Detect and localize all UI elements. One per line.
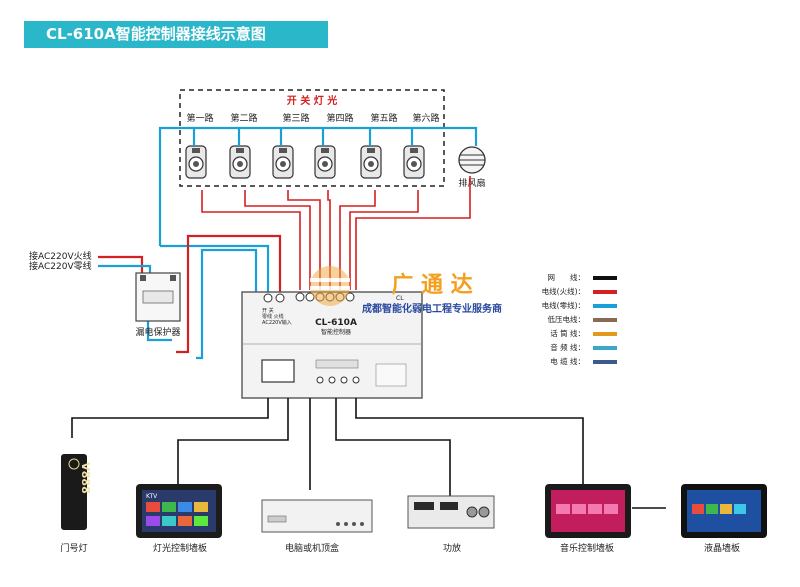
- legend-label-7: 电 缆 线：: [550, 356, 585, 366]
- route-label-1: 第一路: [186, 112, 213, 124]
- legend-label-4: 低压电线：: [548, 314, 586, 324]
- switch-row: [185, 145, 425, 179]
- controller-side-label-1: 开 关: [262, 307, 274, 314]
- fan-label: 排风扇: [458, 177, 485, 189]
- switch-icon: [272, 145, 294, 179]
- watermark-logo: [310, 266, 350, 306]
- controller-subtitle: 智能控制器: [321, 328, 351, 336]
- device-label-4: 功放: [443, 542, 461, 554]
- mains-live-label: 接AC220V火线: [29, 250, 92, 262]
- mains-neutral-label: 接AC220V零线: [29, 260, 92, 272]
- amplifier-device: [407, 495, 495, 529]
- switch-icon: [229, 145, 251, 179]
- watermark-slogan: 成都智能化弱电工程专业服务商: [362, 302, 502, 315]
- diagram-title: CL-610A智能控制器接线示意图: [24, 21, 328, 48]
- controller-brand-mark: CL: [396, 295, 404, 302]
- controller-side-label-3: AC220V输入: [262, 319, 292, 326]
- legend-swatch-6: [593, 346, 617, 350]
- watermark-name: 广 通 达: [391, 272, 472, 298]
- route-label-4: 第四路: [326, 112, 353, 124]
- route-label-3: 第三路: [282, 112, 309, 124]
- device-label-3: 电脑或机顶盒: [285, 542, 339, 554]
- breaker: [135, 272, 181, 322]
- music-panel-device: [545, 484, 631, 538]
- light-panel-device: KTV: [136, 484, 222, 538]
- device-labels: 门号灯 灯光控制墙板 电脑或机顶盒 功放 音乐控制墙板 液晶墙板: [60, 542, 740, 554]
- legend-swatch-1: [593, 276, 617, 280]
- door-sign-digits: V888: [79, 462, 92, 493]
- legend-swatch-5: [593, 332, 617, 336]
- route-label-6: 第六路: [412, 112, 439, 124]
- legend-swatch-7: [593, 360, 617, 364]
- switch-icon: [314, 145, 336, 179]
- controller-side-label-2: 零线 火线: [262, 313, 284, 320]
- neutral-bus: [158, 126, 478, 292]
- switch-icon: [360, 145, 382, 179]
- legend-label-6: 音 频 线：: [550, 342, 585, 352]
- route-labels: 第一路 第二路 第三路 第四路 第五路 第六路: [186, 112, 439, 124]
- mains-wires: [98, 255, 172, 342]
- breaker-output-wires: [176, 234, 282, 360]
- switched-live-lines: [201, 176, 471, 290]
- switch-group-label: 开 关 灯 光: [287, 94, 337, 107]
- route-label-2: 第二路: [230, 112, 257, 124]
- controller-unit: [241, 291, 423, 399]
- switch-icon: [403, 145, 425, 179]
- device-label-6: 液晶墙板: [704, 542, 740, 554]
- legend-label-1: 网 线：: [548, 272, 586, 282]
- legend-label-2: 电线(火线)：: [542, 286, 585, 296]
- settop-box-device: [261, 499, 373, 533]
- device-label-2: 灯光控制墙板: [153, 542, 207, 554]
- controller-model: CL-610A: [315, 318, 357, 328]
- legend-label-5: 话 筒 线：: [550, 328, 585, 338]
- device-label-5: 音乐控制墙板: [560, 542, 614, 554]
- breaker-label: 漏电保护器: [135, 326, 180, 338]
- lcd-panel-device: [681, 484, 767, 538]
- light-panel-screen-title: KTV: [146, 493, 158, 500]
- route-label-5: 第五路: [370, 112, 397, 124]
- door-sign-device: V888: [61, 454, 92, 530]
- legend-swatch-3: [593, 304, 617, 308]
- legend-label-3: 电线(零线)：: [542, 300, 585, 310]
- legend-swatch-2: [593, 290, 617, 294]
- device-bus-wires: [71, 398, 666, 509]
- legend-swatch-4: [593, 318, 617, 322]
- device-label-1: 门号灯: [60, 542, 87, 554]
- switch-icon: [185, 145, 207, 179]
- legend: 网 线： 电线(火线)： 电线(零线)： 低压电线： 话 筒 线： 音 频 线： 电 缆 线…: [542, 272, 617, 366]
- terminal-1: [295, 292, 305, 302]
- fan-icon: [458, 146, 486, 174]
